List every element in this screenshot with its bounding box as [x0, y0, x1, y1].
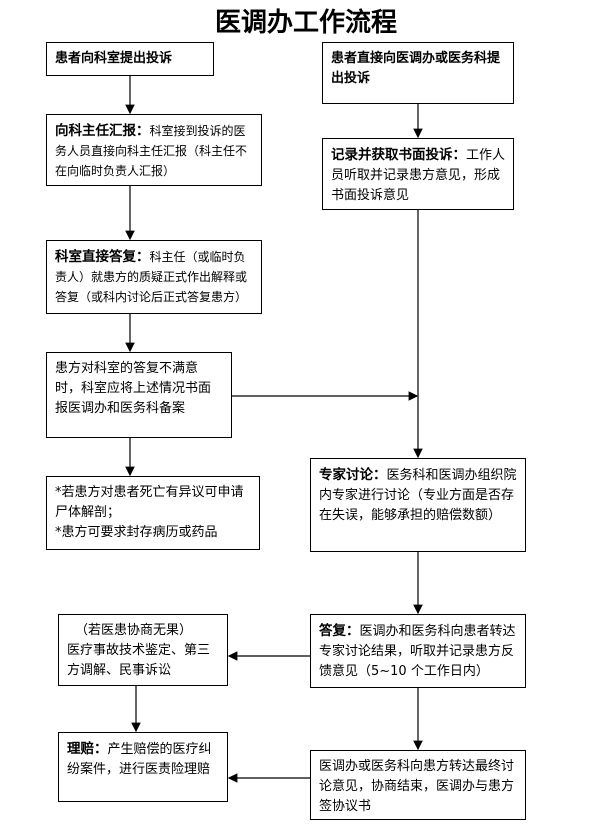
box-text: 医调办或医务科向患方转达最终讨论意见，协商结束，医调办与患方签协议书	[319, 759, 515, 814]
box-text: 患者直接向医调办或医务科提出投诉	[331, 51, 501, 86]
box-no-result: （若医患协商无果） 医疗事故技术鉴定、第三方调解、民事诉讼	[58, 614, 228, 686]
box-heading: 答复：	[319, 623, 360, 639]
box-compensation: 理赔：产生赔偿的医疗纠纷案件，进行医责险理赔	[58, 732, 228, 802]
box-record-written: 记录并获取书面投诉：工作人员听取并记录患方意见，形成书面投诉意见	[322, 138, 514, 210]
box-text: 科主任（或临时负责人）就患方的质疑正式作出解释或答复（或科内讨论后正式答复患方）	[55, 250, 248, 304]
box-text: 产生赔偿的医疗纠纷案件，进行医责险理赔	[67, 742, 212, 777]
box-heading: 科室直接答复：	[55, 249, 150, 265]
box-unsatisfied: 患方对科室的答复不满意时，科室应将上述情况书面报医调办和医务科备案	[46, 352, 232, 438]
box-dept-reply: 科室直接答复：科主任（或临时负责人）就患方的质疑正式作出解释或答复（或科内讨论后…	[46, 240, 262, 314]
box-text: 工作人员听取并记录患方意见，形成书面投诉意见	[331, 148, 506, 203]
box-text: 医疗事故技术鉴定、第三方调解、民事诉讼	[67, 643, 211, 678]
box-autopsy: *若患方对患者死亡有异议可申请尸体解剖； *患方可要求封存病历或药品	[46, 476, 260, 550]
box-text: 患者向科室提出投诉	[55, 51, 173, 66]
box-text: （若医患协商无果）	[75, 623, 193, 638]
box-dept-complaint: 患者向科室提出投诉	[46, 42, 214, 76]
box-text: 患方对科室的答复不满意时，科室应将上述情况书面报医调办和医务科备案	[55, 361, 212, 416]
box-text: *若患方对患者死亡有异议可申请尸体解剖；	[55, 485, 244, 520]
box-reply: 答复：医调办和医务科向患者转达专家讨论结果，听取并记录患方反馈意见（5~10 个…	[310, 614, 526, 688]
box-report-director: 向科主任汇报：科室接到投诉的医务人员直接向科主任汇报（科主任不在向临时负责人汇报…	[46, 114, 262, 186]
box-heading: 理赔：	[67, 741, 108, 757]
box-direct-complaint: 患者直接向医调办或医务科提出投诉	[322, 42, 514, 104]
box-heading: 向科主任汇报：	[55, 123, 150, 139]
box-heading: 专家讨论：	[319, 467, 387, 483]
box-text: *患方可要求封存病历或药品	[55, 525, 218, 540]
box-text: 医调办和医务科向患者转达专家讨论结果，听取并记录患方反馈意见（5~10 个工作日…	[319, 624, 516, 679]
box-text: 科室接到投诉的医务人员直接向科主任汇报（科主任不在向临时负责人汇报）	[55, 124, 248, 178]
box-text: 医务科和医调办组织院内专家进行讨论（专业方面是否存在失误，能够承担的赔偿数额）	[319, 468, 517, 523]
box-expert: 专家讨论：医务科和医调办组织院内专家进行讨论（专业方面是否存在失误，能够承担的赔…	[310, 458, 526, 552]
box-heading: 记录并获取书面投诉：	[331, 147, 466, 163]
box-final: 医调办或医务科向患方转达最终讨论意见，协商结束，医调办与患方签协议书	[310, 750, 526, 820]
page-title: 医调办工作流程	[214, 8, 397, 38]
